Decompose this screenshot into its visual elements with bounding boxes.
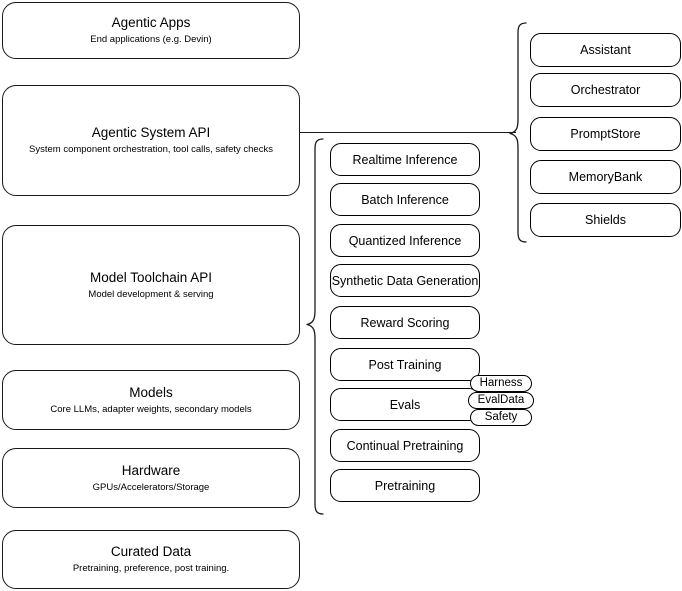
middle-item-reward-scoring[interactable]: Reward Scoring [330, 306, 480, 339]
middle-item-label: Post Training [368, 357, 442, 372]
layer-title: Agentic Apps [111, 15, 191, 30]
middle-item-evals[interactable]: Evals [330, 388, 480, 421]
right-item-orchestrator[interactable]: Orchestrator [530, 73, 681, 107]
layer-subtitle: GPUs/Accelerators/Storage [92, 481, 210, 493]
layer-box-models[interactable]: Models Core LLMs, adapter weights, secon… [2, 370, 300, 430]
layer-subtitle: System component orchestration, tool cal… [29, 144, 273, 155]
layer-title: Models [129, 384, 173, 400]
right-item-memorybank[interactable]: MemoryBank [530, 160, 681, 194]
middle-item-label: Continual Pretraining [346, 438, 464, 453]
eval-chip-evaldata[interactable]: EvalData [468, 392, 534, 409]
middle-item-quantized-inference[interactable]: Quantized Inference [330, 224, 480, 257]
right-item-label: Shields [585, 213, 626, 227]
right-item-label: Orchestrator [570, 83, 641, 97]
layer-box-hardware[interactable]: Hardware GPUs/Accelerators/Storage [2, 448, 300, 508]
middle-item-realtime-inference[interactable]: Realtime Inference [330, 143, 480, 176]
middle-item-label: Pretraining [374, 478, 436, 493]
eval-chip-label: Harness [479, 377, 523, 389]
layer-title: Curated Data [110, 544, 192, 559]
right-item-assistant[interactable]: Assistant [530, 33, 681, 67]
middle-item-label: Realtime Inference [352, 152, 458, 167]
layer-box-curated-data[interactable]: Curated Data Pretraining, preference, po… [2, 530, 300, 589]
right-item-shields[interactable]: Shields [530, 203, 681, 237]
layer-subtitle: Pretraining, preference, post training. [72, 563, 230, 574]
right-item-label: Assistant [580, 43, 631, 57]
layer-box-agentic-system-api[interactable]: Agentic System API System component orch… [2, 85, 300, 196]
middle-item-batch-inference[interactable]: Batch Inference [330, 183, 480, 216]
eval-chip-label: Safety [484, 411, 518, 423]
middle-item-post-training[interactable]: Post Training [330, 348, 480, 381]
middle-item-label: Quantized Inference [348, 233, 462, 248]
layer-title: Agentic System API [91, 125, 211, 140]
layer-title: Hardware [121, 462, 181, 478]
layer-box-model-toolchain-api[interactable]: Model Toolchain API Model development & … [2, 225, 300, 345]
eval-chip-harness[interactable]: Harness [470, 375, 532, 392]
middle-item-label: Synthetic Data Generation [331, 273, 479, 288]
middle-item-pretraining[interactable]: Pretraining [330, 469, 480, 502]
connector-line-agentic-system-api-to-right-column [300, 132, 516, 134]
right-column-brace [509, 22, 527, 243]
layer-subtitle: End applications (e.g. Devin) [90, 34, 212, 45]
middle-item-label: Batch Inference [361, 192, 449, 207]
right-item-promptstore[interactable]: PromptStore [530, 117, 681, 151]
layer-title: Model Toolchain API [89, 269, 213, 285]
layer-box-agentic-apps[interactable]: Agentic Apps End applications (e.g. Devi… [2, 2, 300, 59]
middle-item-label: Evals [389, 397, 421, 412]
eval-chip-label: EvalData [477, 394, 525, 406]
middle-item-synthetic-data-generation[interactable]: Synthetic Data Generation [330, 264, 480, 297]
middle-item-continual-pretraining[interactable]: Continual Pretraining [330, 429, 480, 462]
right-item-label: PromptStore [570, 127, 641, 141]
eval-chip-safety[interactable]: Safety [470, 409, 532, 426]
layer-subtitle: Model development & serving [88, 288, 214, 300]
middle-column-brace [306, 138, 324, 515]
layer-subtitle: Core LLMs, adapter weights, secondary mo… [50, 403, 252, 415]
right-item-label: MemoryBank [568, 170, 643, 184]
middle-item-label: Reward Scoring [360, 315, 450, 330]
